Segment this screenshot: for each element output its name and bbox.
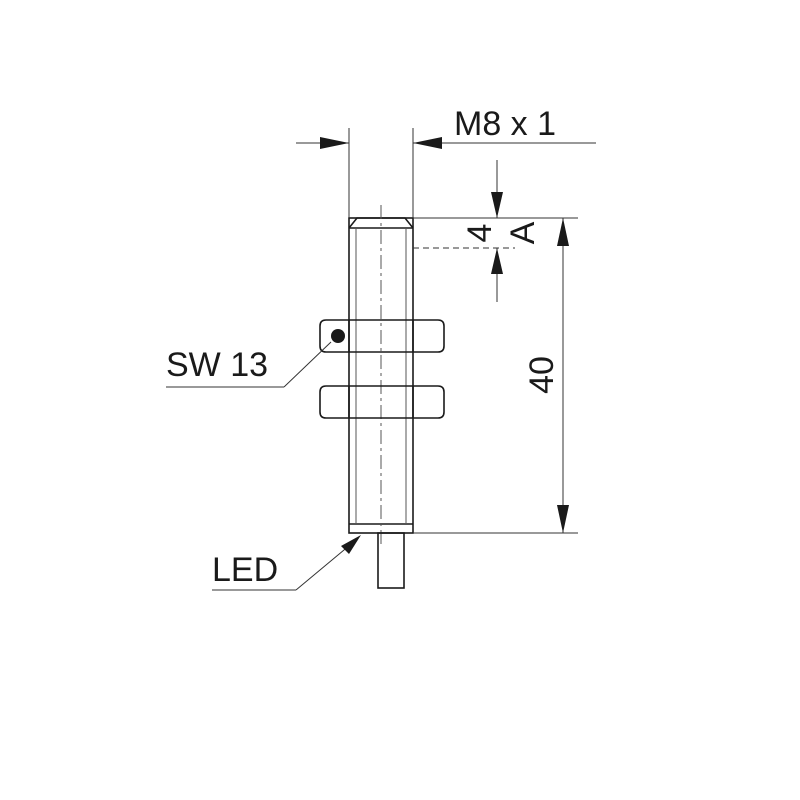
- thread-dimension: [296, 128, 596, 218]
- depth-dimension: [413, 160, 578, 302]
- depth-label: 4: [461, 224, 499, 243]
- length-label: 40: [523, 356, 561, 394]
- thread-label: M8 x 1: [454, 105, 556, 143]
- wrench-size-label: SW 13: [166, 346, 268, 384]
- datum-label: A: [504, 221, 542, 244]
- led-label: LED: [212, 551, 278, 589]
- cable-stub: [377, 532, 405, 589]
- nut-upper: [319, 319, 445, 353]
- nut-lower: [319, 385, 445, 419]
- length-dimension: [413, 218, 578, 534]
- wrench-size-leader: [166, 341, 332, 388]
- led-leader: [212, 535, 361, 591]
- led-indicator-dot: [331, 329, 345, 343]
